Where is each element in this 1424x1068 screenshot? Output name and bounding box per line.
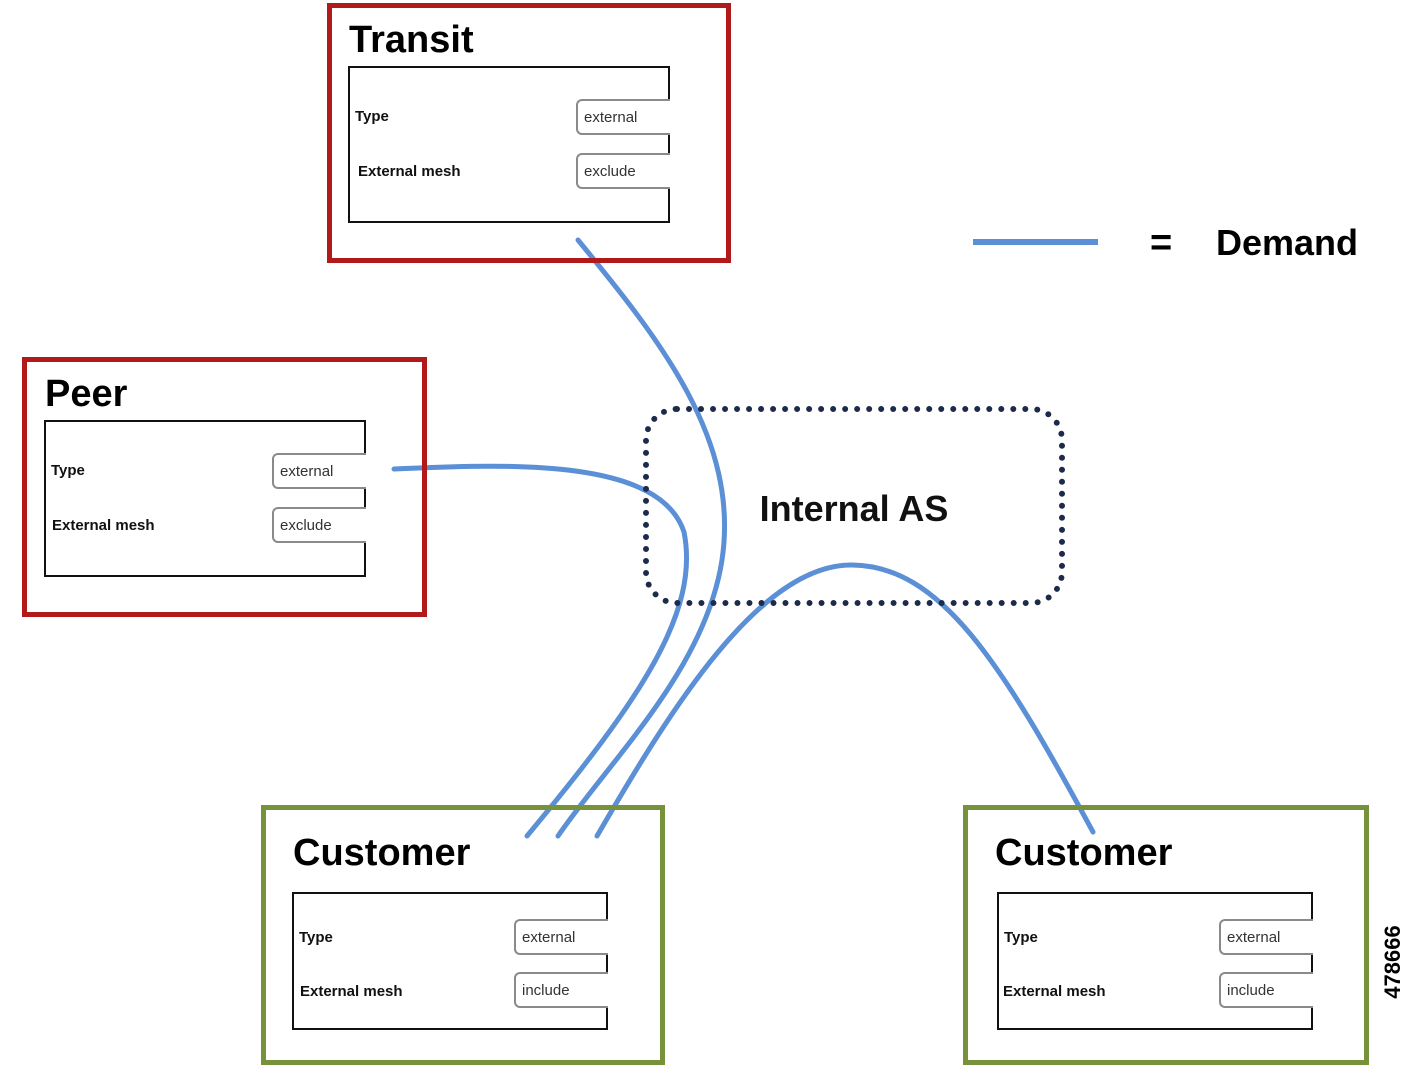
demand-peer-customer bbox=[391, 463, 690, 839]
legend-label: Demand bbox=[1216, 222, 1359, 263]
customer-right-properties: Type external External mesh include bbox=[997, 892, 1313, 1030]
customer-right-type-label: Type bbox=[1004, 929, 1038, 946]
transit-title: Transit bbox=[349, 19, 474, 61]
demand-customer-customer bbox=[594, 562, 1096, 839]
transit-type-value: external bbox=[576, 99, 670, 135]
customer-right-node: Customer Type external External mesh inc… bbox=[963, 805, 1369, 1065]
customer-left-type-label: Type bbox=[299, 929, 333, 946]
customer-right-title: Customer bbox=[995, 832, 1173, 874]
customer-left-properties: Type external External mesh include bbox=[292, 892, 608, 1030]
legend-equals-sign: = bbox=[1150, 222, 1173, 264]
transit-mesh-label: External mesh bbox=[358, 163, 461, 180]
customer-right-mesh-label: External mesh bbox=[1003, 983, 1106, 1000]
peer-node: Peer Type external External mesh exclude bbox=[22, 357, 427, 617]
transit-type-label: Type bbox=[355, 108, 389, 125]
internal-as-label: Internal AS bbox=[759, 488, 949, 529]
customer-left-node: Customer Type external External mesh inc… bbox=[261, 805, 665, 1065]
demand-transit-customer bbox=[555, 237, 728, 839]
figure-id: 478666 bbox=[1380, 925, 1405, 999]
peer-type-value: external bbox=[272, 453, 366, 489]
customer-right-mesh-value: include bbox=[1219, 972, 1313, 1008]
transit-properties: Type external External mesh exclude bbox=[348, 66, 670, 223]
customer-left-mesh-value: include bbox=[514, 972, 608, 1008]
peer-mesh-value: exclude bbox=[272, 507, 366, 543]
transit-node: Transit Type external External mesh excl… bbox=[327, 3, 731, 263]
peer-type-label: Type bbox=[51, 462, 85, 479]
peer-mesh-label: External mesh bbox=[52, 517, 155, 534]
transit-mesh-value: exclude bbox=[576, 153, 670, 189]
internal-as-region: Internal AS bbox=[643, 406, 1065, 606]
customer-right-type-value: external bbox=[1219, 919, 1313, 955]
peer-title: Peer bbox=[45, 373, 128, 415]
customer-left-type-value: external bbox=[514, 919, 608, 955]
customer-left-mesh-label: External mesh bbox=[300, 983, 403, 1000]
customer-left-title: Customer bbox=[293, 832, 471, 874]
peer-properties: Type external External mesh exclude bbox=[44, 420, 366, 577]
